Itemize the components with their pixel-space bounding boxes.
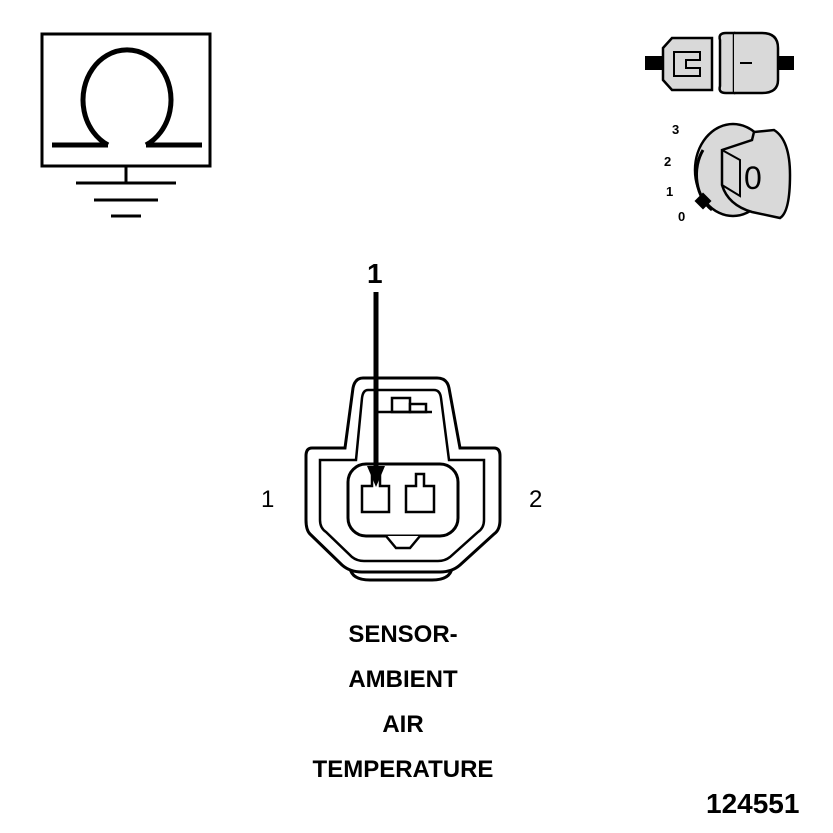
pin-label-right: 2 bbox=[529, 486, 543, 513]
figure-reference-number: 124551 bbox=[706, 788, 800, 819]
ignition-position-0: 0 bbox=[678, 209, 686, 224]
ignition-position-2: 2 bbox=[664, 154, 672, 169]
caption-line: AIR bbox=[382, 711, 424, 738]
caption-line: TEMPERATURE bbox=[312, 756, 494, 783]
callout-number: 1 bbox=[367, 258, 383, 289]
caption-line: SENSOR- bbox=[348, 621, 458, 648]
ignition-position-3: 3 bbox=[672, 122, 680, 137]
pin-label-left: 1 bbox=[261, 486, 275, 513]
caption-line: AMBIENT bbox=[348, 666, 458, 693]
ignition-key-label: 0 bbox=[744, 160, 762, 196]
ignition-position-1: 1 bbox=[666, 184, 674, 199]
connector-caption: SENSOR- AMBIENT AIR TEMPERATURE bbox=[253, 612, 553, 792]
